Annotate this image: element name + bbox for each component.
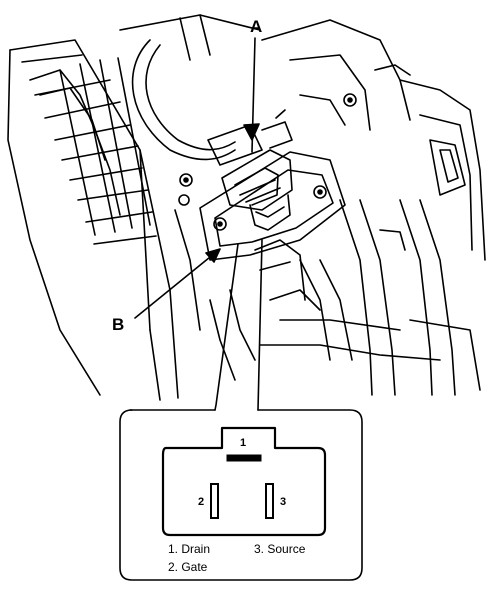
legend-drain: 1. Drain	[168, 542, 210, 556]
terminal-1	[226, 454, 262, 462]
legend-gate: 2. Gate	[168, 560, 208, 574]
terminal-2	[210, 483, 219, 519]
callout-a-label: A	[250, 17, 262, 36]
pin-3-number: 3	[280, 496, 286, 508]
pin-2-number: 2	[198, 496, 204, 508]
pin-1-number: 1	[240, 437, 246, 449]
connector-detail-box	[119, 409, 363, 581]
legend-source: 3. Source	[254, 542, 306, 556]
zoom-lines	[214, 239, 263, 411]
callout-leaders	[134, 37, 260, 319]
callout-b-label: B	[112, 315, 124, 334]
dashboard-linework	[7, 14, 486, 401]
terminal-3	[265, 483, 274, 519]
